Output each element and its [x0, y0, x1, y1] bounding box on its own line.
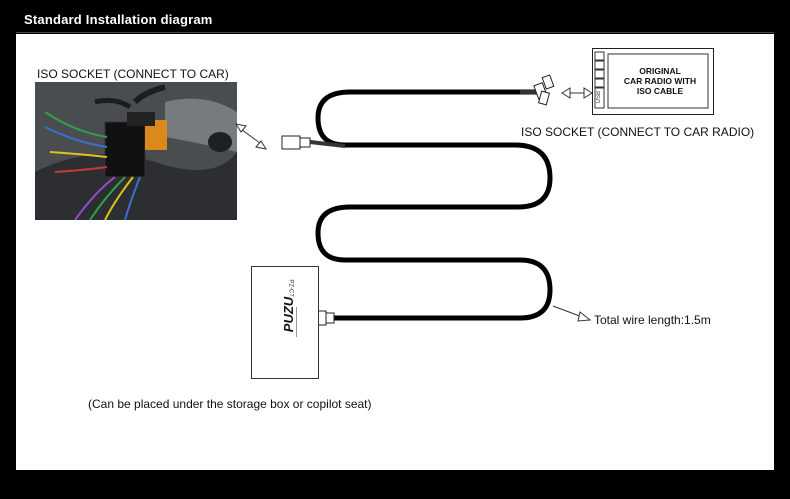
placement-note: (Can be placed under the storage box or …: [88, 397, 372, 411]
wire-length-arrow: [552, 305, 592, 322]
usb-label: USB: [596, 91, 602, 104]
radio-caption-line3: ISO CABLE: [636, 86, 684, 96]
radio-buttons-icon: [594, 51, 709, 109]
wire-length-label: Total wire length:1.5m: [594, 313, 711, 327]
header: [0, 0, 790, 34]
radio-side-connector: [520, 74, 555, 106]
decoder-module: PUZU PZ-C7: [251, 266, 319, 379]
iso-radio-label: ISO SOCKET (CONNECT TO CAR RADIO): [521, 125, 755, 139]
radio-double-arrow: [561, 87, 593, 99]
main-cable: [315, 89, 553, 321]
car-side-connector: [281, 135, 346, 150]
iso-car-label: ISO SOCKET (CONNECT TO CAR): [37, 67, 229, 81]
car-double-arrow: [234, 123, 268, 150]
module-model: PZ-C7: [287, 279, 294, 297]
module-text-line: [296, 307, 297, 337]
radio-caption: ORIGINAL CAR RADIO WITH ISO CABLE: [610, 66, 710, 96]
page-title: Standard Installation diagram: [24, 12, 213, 27]
radio-caption-line1: ORIGINAL: [639, 66, 681, 76]
module-connector: [316, 310, 335, 326]
car-socket-image: [35, 82, 237, 220]
car-radio-unit: USB: [592, 48, 714, 115]
radio-caption-line2: CAR RADIO WITH: [623, 76, 697, 86]
module-brand: PUZU: [281, 296, 297, 333]
car-socket-photo: [35, 82, 237, 220]
header-divider: [16, 10, 774, 33]
